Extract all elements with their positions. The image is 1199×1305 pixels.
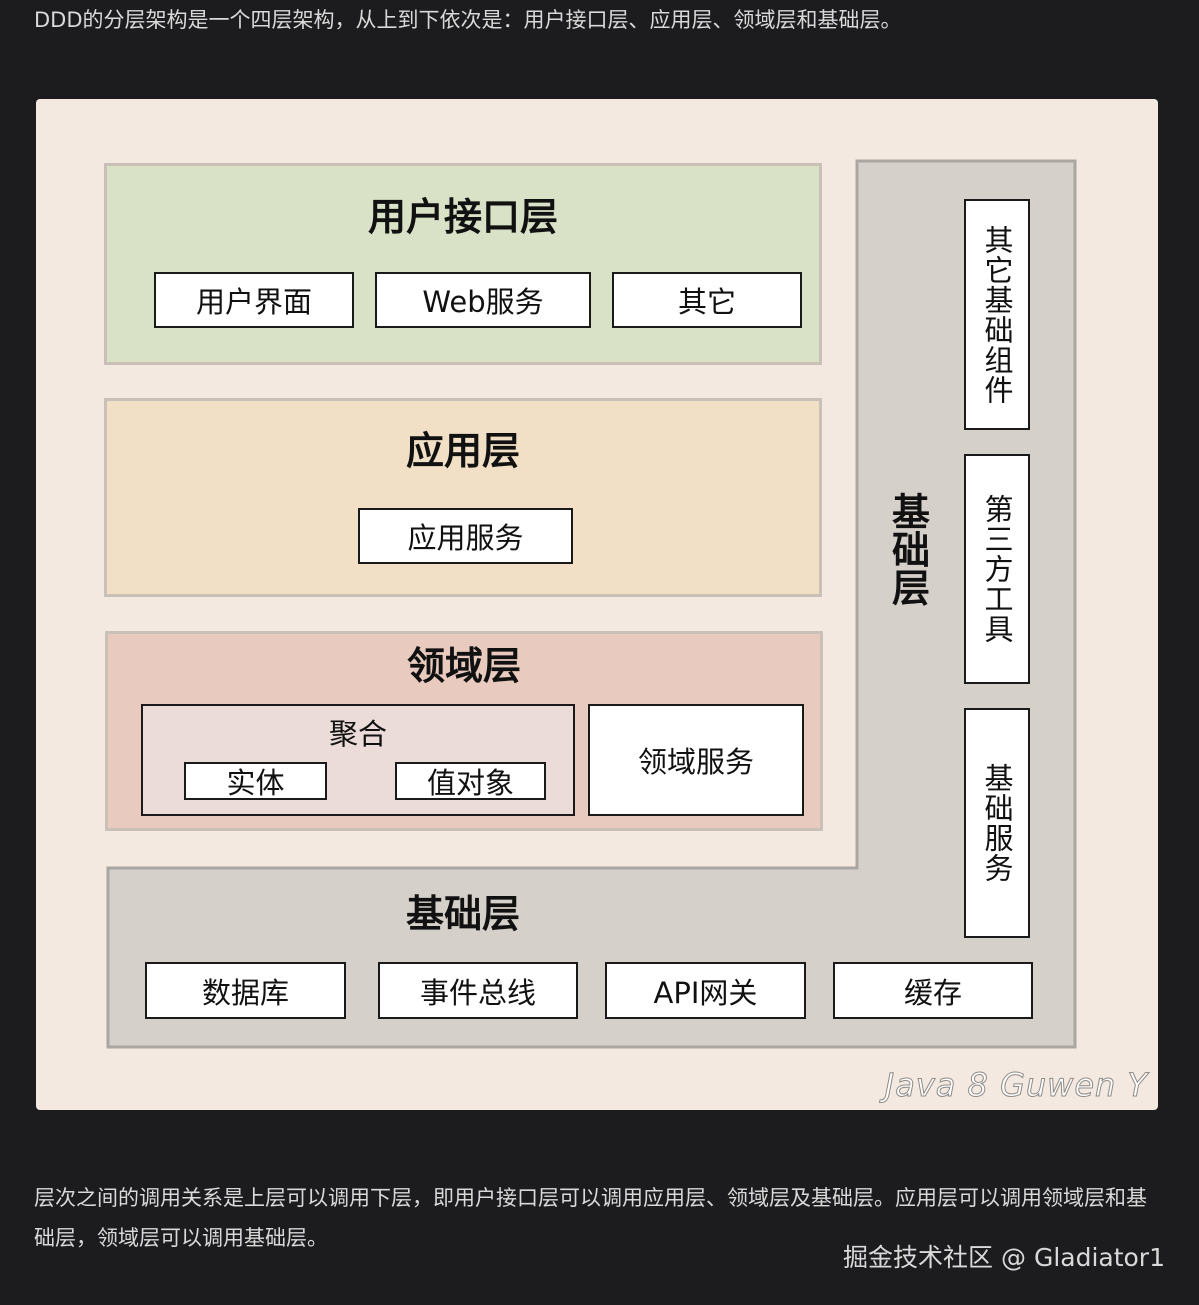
- app-item-application-service: 应用服务: [358, 508, 573, 564]
- infra-layer-side-title: 基础层: [885, 492, 930, 606]
- ui-layer: 用户接口层 用户界面 Web服务 其它: [104, 163, 822, 365]
- infra-side-item-third-party-tools: 第三方工具: [964, 454, 1030, 684]
- domain-layer-title: 领域层: [406, 644, 521, 688]
- footer-watermark: 掘金技术社区 @ Gladiator1: [843, 1243, 1165, 1272]
- infra-side-item-other-components: 其它基础组件: [964, 199, 1030, 430]
- outro-paragraph: 层次之间的调用关系是上层可以调用下层，即用户接口层可以调用应用层、领域层及基础层…: [34, 1186, 1147, 1250]
- infra-item-cache: 缓存: [833, 962, 1033, 1019]
- application-layer: 应用层 应用服务: [104, 398, 822, 597]
- infra-item-database: 数据库: [145, 962, 346, 1019]
- aggregate-item-entity: 实体: [184, 762, 327, 800]
- aggregate-box: 聚合 实体 值对象: [141, 704, 575, 816]
- ui-item-web-service: Web服务: [375, 272, 591, 328]
- domain-service-box: 领域服务: [588, 704, 804, 816]
- application-layer-title: 应用层: [405, 429, 520, 473]
- infra-layer-title: 基础层: [405, 892, 520, 936]
- aggregate-item-value-object: 值对象: [395, 762, 546, 800]
- infra-side-item-basic-services: 基础服务: [964, 708, 1030, 938]
- aggregate-title: 聚合: [328, 717, 387, 751]
- domain-layer: 领域层 聚合 实体 值对象 领域服务: [105, 631, 823, 831]
- infra-item-api-gateway: API网关: [605, 962, 806, 1019]
- ui-item-user-interface: 用户界面: [154, 272, 354, 328]
- ui-item-other: 其它: [612, 272, 802, 328]
- infra-item-event-bus: 事件总线: [378, 962, 578, 1019]
- intro-paragraph: DDD的分层架构是一个四层架构，从上到下依次是：用户接口层、应用层、领域层和基础…: [34, 8, 902, 32]
- architecture-diagram: 用户接口层 用户界面 Web服务 其它 应用层 应用服务 领域层 聚合 实体 值…: [36, 99, 1158, 1110]
- diagram-watermark: Java 8 Guwen Y: [884, 1066, 1148, 1105]
- ui-layer-title: 用户接口层: [367, 195, 558, 239]
